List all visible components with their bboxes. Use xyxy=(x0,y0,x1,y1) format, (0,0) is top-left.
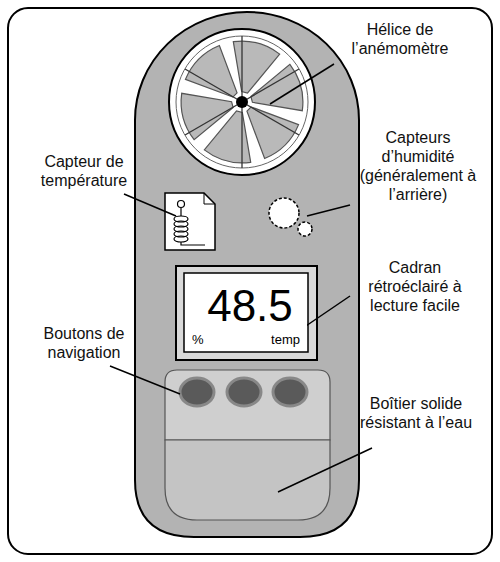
temperature-sensor xyxy=(165,193,215,250)
display-frame xyxy=(176,266,317,360)
propeller-label: Hélice de l’anémomètre xyxy=(333,20,468,58)
buttons-label: Boutons de navigation xyxy=(24,324,144,362)
humidity-label: Capteurs d’humidité (généralement à l’ar… xyxy=(359,128,477,204)
reading-value: 48.5 xyxy=(207,284,293,328)
housing-label: Boîtier solide résistant à l’eau xyxy=(341,394,491,432)
display-glass xyxy=(184,273,308,352)
temperature-label: Capteur de température xyxy=(24,152,144,190)
mode-label: temp xyxy=(271,333,300,346)
button-panel xyxy=(165,370,330,440)
leader-lines xyxy=(110,64,372,492)
frame xyxy=(8,8,492,554)
device-body xyxy=(135,12,359,537)
lcd-display: 48.5% temp xyxy=(185,274,307,351)
anemometer-propeller xyxy=(169,29,315,175)
unit-label: % xyxy=(192,333,204,346)
humidity-sensors xyxy=(269,198,312,236)
display-label: Cadran rétroéclairé à lecture facile xyxy=(353,258,477,315)
